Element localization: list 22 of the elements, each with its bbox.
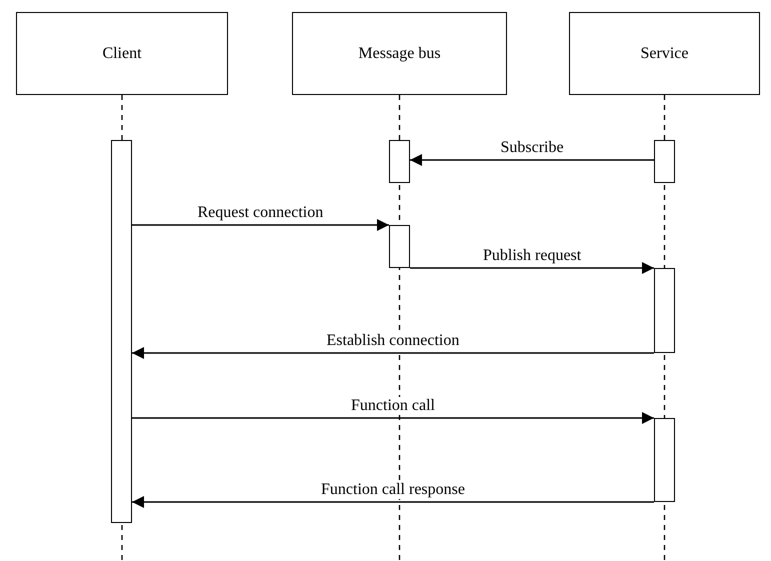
participant-box (292, 12, 507, 95)
edge-label: Function call response (319, 481, 467, 499)
edge-label: Publish request (481, 247, 584, 265)
activation-bar (654, 140, 675, 183)
arrow (410, 262, 654, 274)
participant-name: Message bus (358, 44, 441, 62)
arrow (132, 219, 389, 231)
edge-label: Request connection (196, 204, 326, 222)
activation-bar (654, 268, 675, 353)
participant-box (16, 12, 228, 95)
participant-box (569, 12, 760, 95)
participant-name: Service (640, 44, 688, 62)
arrow (132, 347, 654, 359)
activation-bar (654, 418, 675, 502)
participant-name: Client (102, 44, 142, 62)
arrow (410, 154, 654, 166)
activation-bar (389, 140, 410, 183)
edge-label: Establish connection (324, 332, 462, 350)
activation-bar (389, 225, 410, 268)
activation-bar (111, 140, 132, 523)
arrow (132, 496, 654, 508)
arrow (132, 412, 654, 424)
